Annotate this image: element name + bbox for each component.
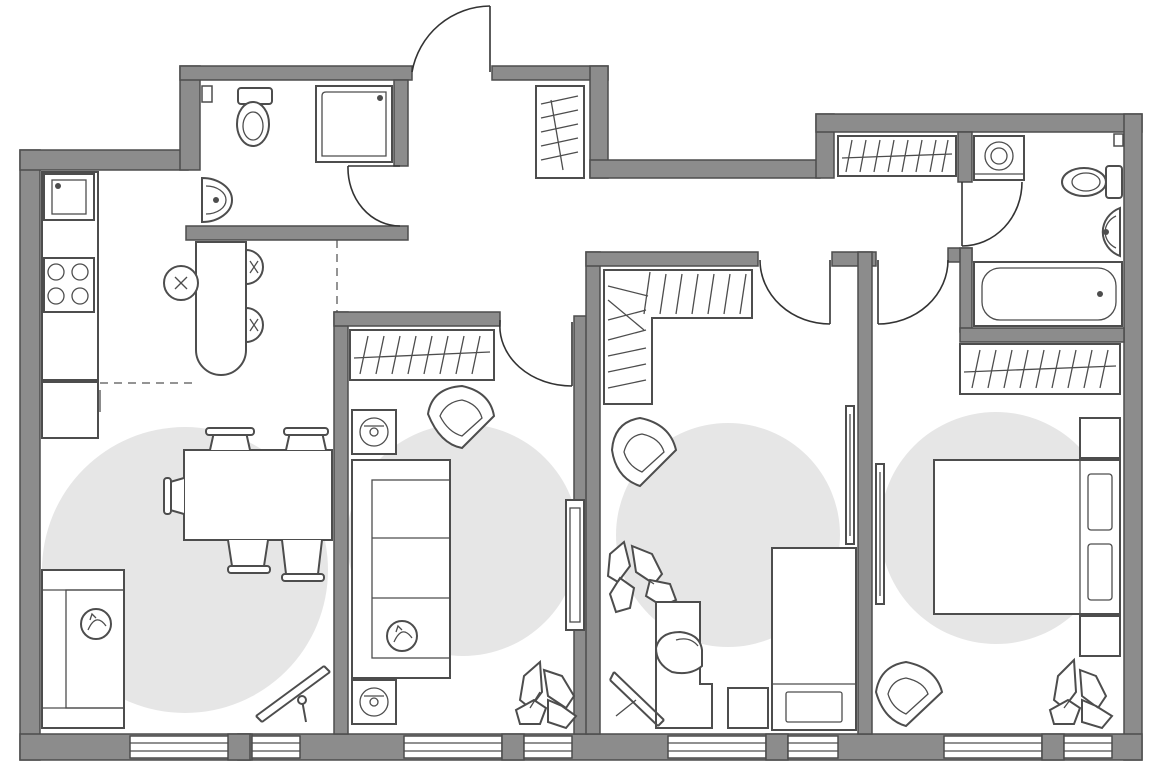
shelf [349,329,495,381]
bathroom-door[interactable] [961,181,1023,247]
plant [514,659,578,730]
tv [875,463,885,605]
toilet [236,87,273,147]
nightstand [1079,417,1121,459]
entry-bathroom-door[interactable] [347,165,401,227]
dining-table [183,449,333,541]
armchair [874,660,944,728]
bar-stool [163,265,199,301]
window-children [667,733,839,761]
bar-stool [245,306,264,344]
desk-chair [654,630,703,675]
fridge [41,381,101,439]
stove [43,257,95,313]
nightstand [727,687,769,729]
armchair [610,416,678,488]
children-room-door[interactable] [759,259,831,325]
floor-lamp [255,665,331,723]
vent-shafts [201,85,1124,147]
living-room-door[interactable] [499,320,573,387]
bathtub [973,261,1123,327]
washing-machine [973,135,1025,181]
tv [565,499,585,631]
doors [347,5,1023,387]
cat [386,620,418,652]
speaker [351,679,397,725]
shower [315,85,393,163]
window-living [403,733,573,761]
sofa [41,569,125,729]
dining-chair [227,539,271,574]
windows [129,733,1113,761]
bed [771,547,857,731]
wardrobe [959,343,1121,395]
plant [606,540,678,614]
washbasin [1101,206,1121,258]
bed [933,459,1121,615]
tv [845,405,855,545]
speaker [351,409,397,455]
wardrobe [535,85,585,179]
window-bedroom [943,733,1113,761]
entrance-door[interactable] [411,5,491,73]
wardrobe [837,135,957,177]
dining-chair [205,427,255,451]
toilet [1061,165,1123,199]
cat [80,608,112,640]
dining-chair [283,427,329,451]
bedroom-door[interactable] [877,259,949,325]
dining-chair [281,539,325,582]
plant [1048,657,1114,730]
bar-counter [195,241,247,376]
corner-wardrobe [603,269,753,405]
kitchen-zone-boundary [100,240,338,384]
floor-lamp [609,671,665,727]
armchair [426,384,496,450]
dining-chair [163,477,185,515]
washbasin [201,176,233,224]
bar-stool [245,248,264,286]
sink [43,173,95,221]
window-kitchen [129,733,301,761]
nightstand [1079,615,1121,657]
